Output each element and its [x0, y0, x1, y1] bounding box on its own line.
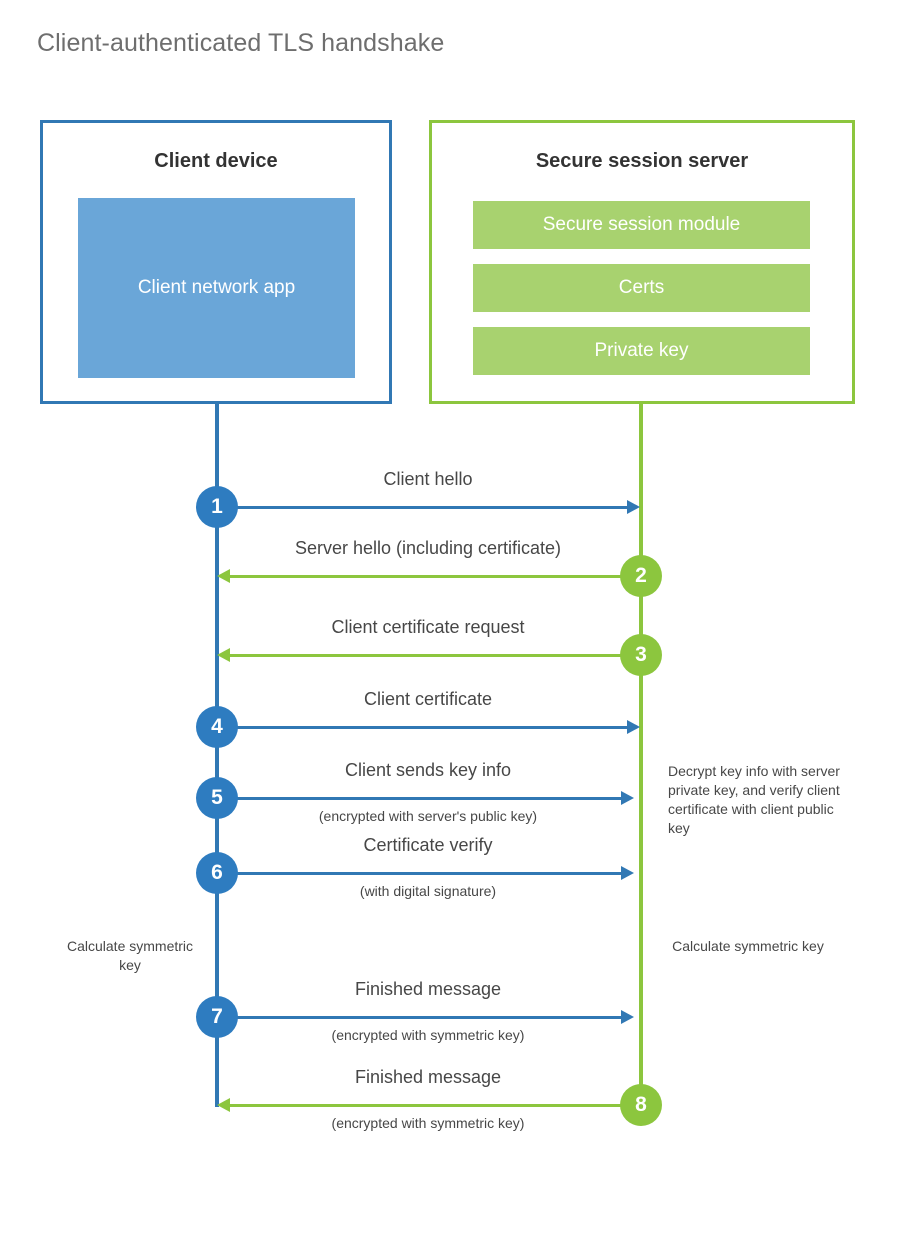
- message-label-8: Finished message: [354, 1067, 502, 1087]
- message-arrow-line-3: [230, 654, 641, 657]
- message-arrow-line-1: [217, 506, 627, 509]
- message-label-7: Finished message: [354, 979, 502, 999]
- step-badge-2: 2: [620, 555, 662, 597]
- message-arrow-head-4: [627, 720, 640, 734]
- message-label-5: Client sends key info: [344, 760, 512, 780]
- message-label-4: Client certificate: [363, 689, 493, 709]
- step-badge-4: 4: [196, 706, 238, 748]
- message-arrow-head-5: [621, 791, 634, 805]
- message-arrow-head-3: [217, 648, 230, 662]
- step-badge-5: 5: [196, 777, 238, 819]
- message-arrow-line-4: [217, 726, 627, 729]
- message-sublabel-5: (encrypted with server's public key): [318, 808, 538, 824]
- step-badge-3: 3: [620, 634, 662, 676]
- server-module-private-key: Private key: [473, 327, 810, 375]
- message-label-6: Certificate verify: [363, 835, 493, 855]
- step-badge-8: 8: [620, 1084, 662, 1126]
- message-arrow-head-8: [217, 1098, 230, 1112]
- server-module-secure-session-module: Secure session module: [473, 201, 810, 249]
- secure-session-server-box: Secure session server Secure session mod…: [429, 120, 855, 404]
- secure-session-server-title: Secure session server: [535, 150, 749, 172]
- message-arrow-head-6: [621, 866, 634, 880]
- message-arrow-head-2: [217, 569, 230, 583]
- client-network-app-component: Client network app: [78, 198, 355, 378]
- page-title: Client-authenticated TLS handshake: [37, 29, 445, 57]
- annotation-server-calculate-symmetric-key: Calculate symmetric key: [672, 938, 824, 954]
- message-sublabel-6: (with digital signature): [359, 883, 497, 899]
- message-arrow-line-8: [230, 1104, 641, 1107]
- message-sublabel-8: (encrypted with symmetric key): [331, 1115, 525, 1131]
- message-arrow-head-7: [621, 1010, 634, 1024]
- annotation-client-calculate-symmetric-key: Calculate symmetric key: [66, 938, 194, 973]
- message-sublabel-7: (encrypted with symmetric key): [331, 1027, 525, 1043]
- server-module-certs: Certs: [473, 264, 810, 312]
- message-label-1: Client hello: [383, 469, 473, 489]
- message-label-3: Client certificate request: [331, 617, 525, 637]
- annotation-server-decrypt: Decrypt key info with server private key…: [668, 763, 840, 836]
- client-lifeline: [215, 401, 219, 1107]
- client-device-box: Client device Client network app: [40, 120, 392, 404]
- message-arrow-line-7: [217, 1016, 621, 1019]
- message-arrow-line-2: [230, 575, 641, 578]
- message-arrow-line-5: [217, 797, 621, 800]
- server-lifeline: [639, 401, 643, 1107]
- step-badge-7: 7: [196, 996, 238, 1038]
- message-label-2: Server hello (including certificate): [294, 538, 562, 558]
- message-arrow-line-6: [217, 872, 621, 875]
- client-device-title: Client device: [154, 150, 278, 172]
- step-badge-6: 6: [196, 852, 238, 894]
- step-badge-1: 1: [196, 486, 238, 528]
- message-arrow-head-1: [627, 500, 640, 514]
